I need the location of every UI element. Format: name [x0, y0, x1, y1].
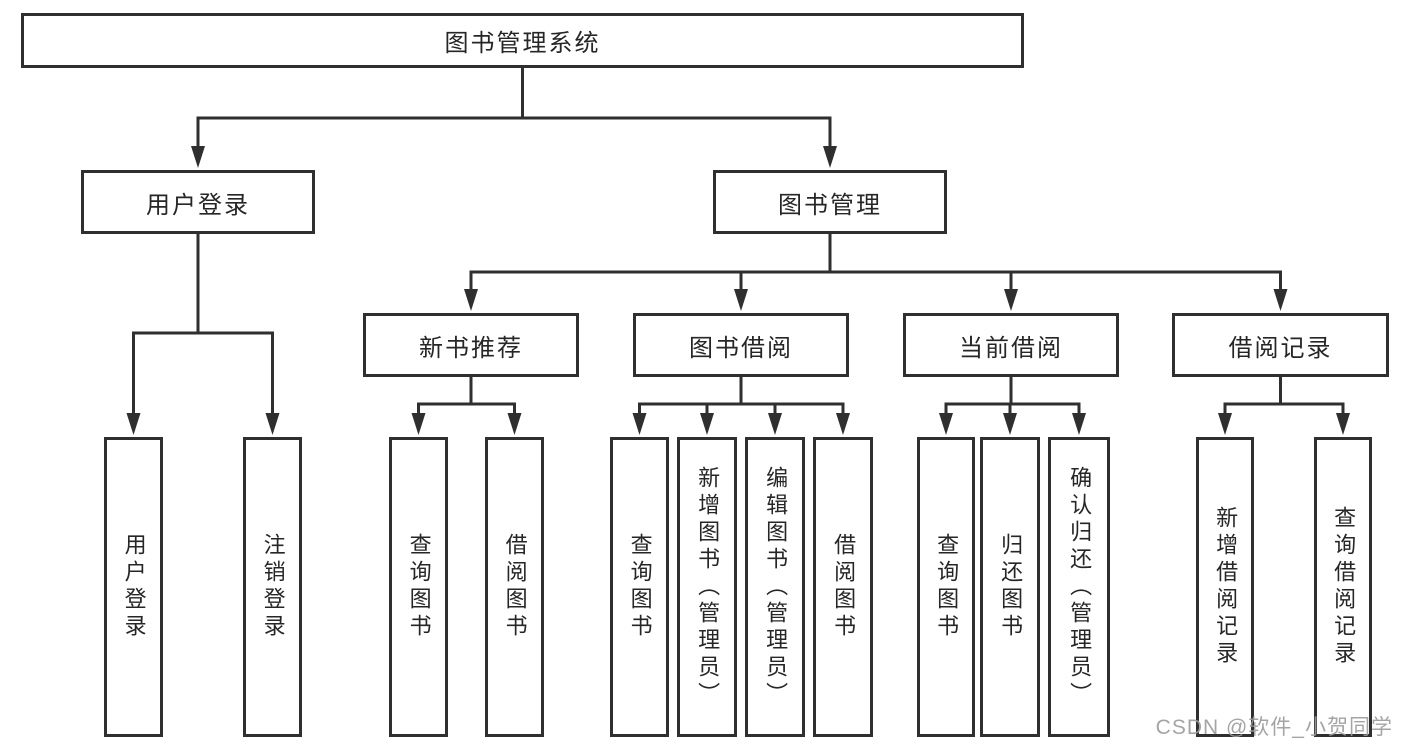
node-leaf-query-book-recommend: 查询图书	[389, 437, 448, 737]
node-book-management: 图书管理	[713, 170, 947, 234]
node-leaf-query-book-current: 查询图书	[917, 437, 975, 737]
node-leaf-edit-book-admin: 编辑图书（管理员）	[745, 437, 805, 737]
connector-book-borrow-children	[632, 377, 850, 435]
node-leaf-add-book-admin: 新增图书（管理员）	[677, 437, 737, 737]
node-leaf-query-book-borrow: 查询图书	[610, 437, 669, 737]
node-root-system: 图书管理系统	[21, 13, 1024, 68]
connector-user-login-children	[126, 234, 280, 435]
node-user-login: 用户登录	[81, 170, 315, 234]
node-book-borrow: 图书借阅	[633, 313, 849, 377]
connector-root-to-level2	[191, 68, 837, 168]
node-borrow-records: 借阅记录	[1172, 313, 1389, 377]
connector-current-borrow-children	[939, 377, 1086, 435]
node-leaf-confirm-return-admin: 确认归还（管理员）	[1048, 437, 1110, 737]
connector-borrow-records-children	[1218, 377, 1350, 435]
node-leaf-borrow-book: 借阅图书	[813, 437, 873, 737]
node-leaf-logout: 注销登录	[243, 437, 302, 737]
node-new-book-recommend: 新书推荐	[363, 313, 579, 377]
node-leaf-borrow-book-recommend: 借阅图书	[485, 437, 544, 737]
node-leaf-query-borrow-record: 查询借阅记录	[1314, 437, 1372, 737]
node-current-borrow: 当前借阅	[903, 313, 1119, 377]
connector-book-management-children	[464, 234, 1288, 311]
csdn-watermark: CSDN @软件_小贺同学	[1155, 716, 1393, 739]
node-leaf-add-borrow-record: 新增借阅记录	[1196, 437, 1254, 737]
node-leaf-return-book: 归还图书	[980, 437, 1040, 737]
node-leaf-user-login: 用户登录	[104, 437, 163, 737]
connector-new-book-recommend-children	[411, 377, 522, 435]
